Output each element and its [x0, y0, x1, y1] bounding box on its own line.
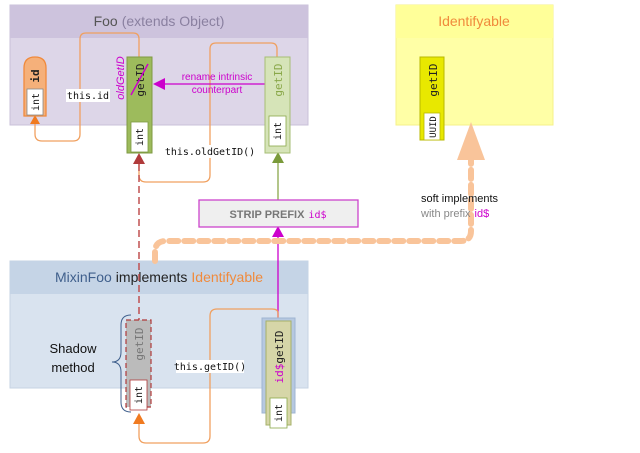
type-label: int	[273, 122, 284, 140]
arrowhead-soft-implements	[457, 122, 485, 160]
class-identifyable-title: Identifyable	[438, 13, 510, 29]
arrowhead-rename	[153, 78, 165, 90]
shadow-label-line1: Shadow	[50, 341, 98, 356]
type-label: int	[134, 386, 145, 404]
type-box	[423, 112, 441, 141]
type-label: UUID	[429, 116, 439, 138]
soft-implements-connector	[152, 155, 474, 264]
method-name: id$getID	[273, 331, 286, 384]
arrowhead-magenta-up	[272, 226, 284, 237]
rename-label-line1: rename intrinsic	[182, 72, 253, 83]
strikethrough	[130, 63, 149, 96]
method-name: getID	[133, 327, 146, 360]
type-label: int	[31, 93, 42, 111]
arrowhead-green	[272, 152, 284, 163]
type-box	[130, 121, 149, 153]
shadow-label-line2: method	[51, 360, 94, 375]
class-foo-header	[10, 5, 308, 38]
strip-prefix-frame	[198, 199, 359, 228]
member-foo-new-getid[interactable]: getID int	[264, 56, 291, 154]
type-box	[268, 115, 287, 147]
type-box	[129, 379, 148, 411]
this-getid-label-bg	[176, 360, 244, 373]
member-identifyable-getid[interactable]: getID UUID	[419, 56, 445, 141]
this-id-connector	[34, 32, 140, 142]
arrowhead-oldgetid	[133, 153, 145, 164]
type-box	[269, 397, 288, 429]
this-oldgetid-label-bg	[166, 145, 254, 158]
this-oldgetid-connector	[138, 42, 278, 183]
type-box	[26, 88, 44, 116]
member-mixin-shadow-getid[interactable]: getID int	[125, 319, 152, 411]
class-mixinfoo-header	[10, 261, 308, 294]
arrowhead-id	[30, 115, 40, 124]
renamed-label: oldGetID	[115, 56, 127, 99]
field-name: id	[29, 69, 42, 82]
class-foo[interactable]: Foo(extends Object)	[9, 4, 309, 126]
type-label: int	[135, 128, 146, 146]
arrowhead-getid	[133, 413, 145, 424]
class-identifyable[interactable]: Identifyable	[395, 4, 554, 126]
soft-implements-label: soft implements	[421, 193, 499, 205]
rename-label-line2: counterpart	[192, 85, 243, 96]
shadow-brace	[111, 314, 132, 413]
this-id-label: this.id	[67, 91, 109, 102]
this-oldgetid-label: this.oldGetID()	[165, 147, 255, 158]
method-name: getID	[272, 63, 285, 96]
class-foo-title: Foo(extends Object)	[94, 13, 225, 29]
member-foo-old-getid[interactable]: getID int	[126, 56, 153, 154]
this-id-label-bg	[66, 89, 110, 102]
member-mixin-prefixed-getid[interactable]: id$getID int	[261, 317, 296, 429]
this-getid-label: this.getID()	[174, 362, 246, 373]
method-name: getID	[427, 63, 440, 96]
member-foo-id[interactable]: id int	[23, 56, 47, 117]
type-label: int	[274, 404, 285, 422]
this-getid-connector	[138, 308, 279, 444]
class-identifyable-header	[396, 5, 553, 38]
